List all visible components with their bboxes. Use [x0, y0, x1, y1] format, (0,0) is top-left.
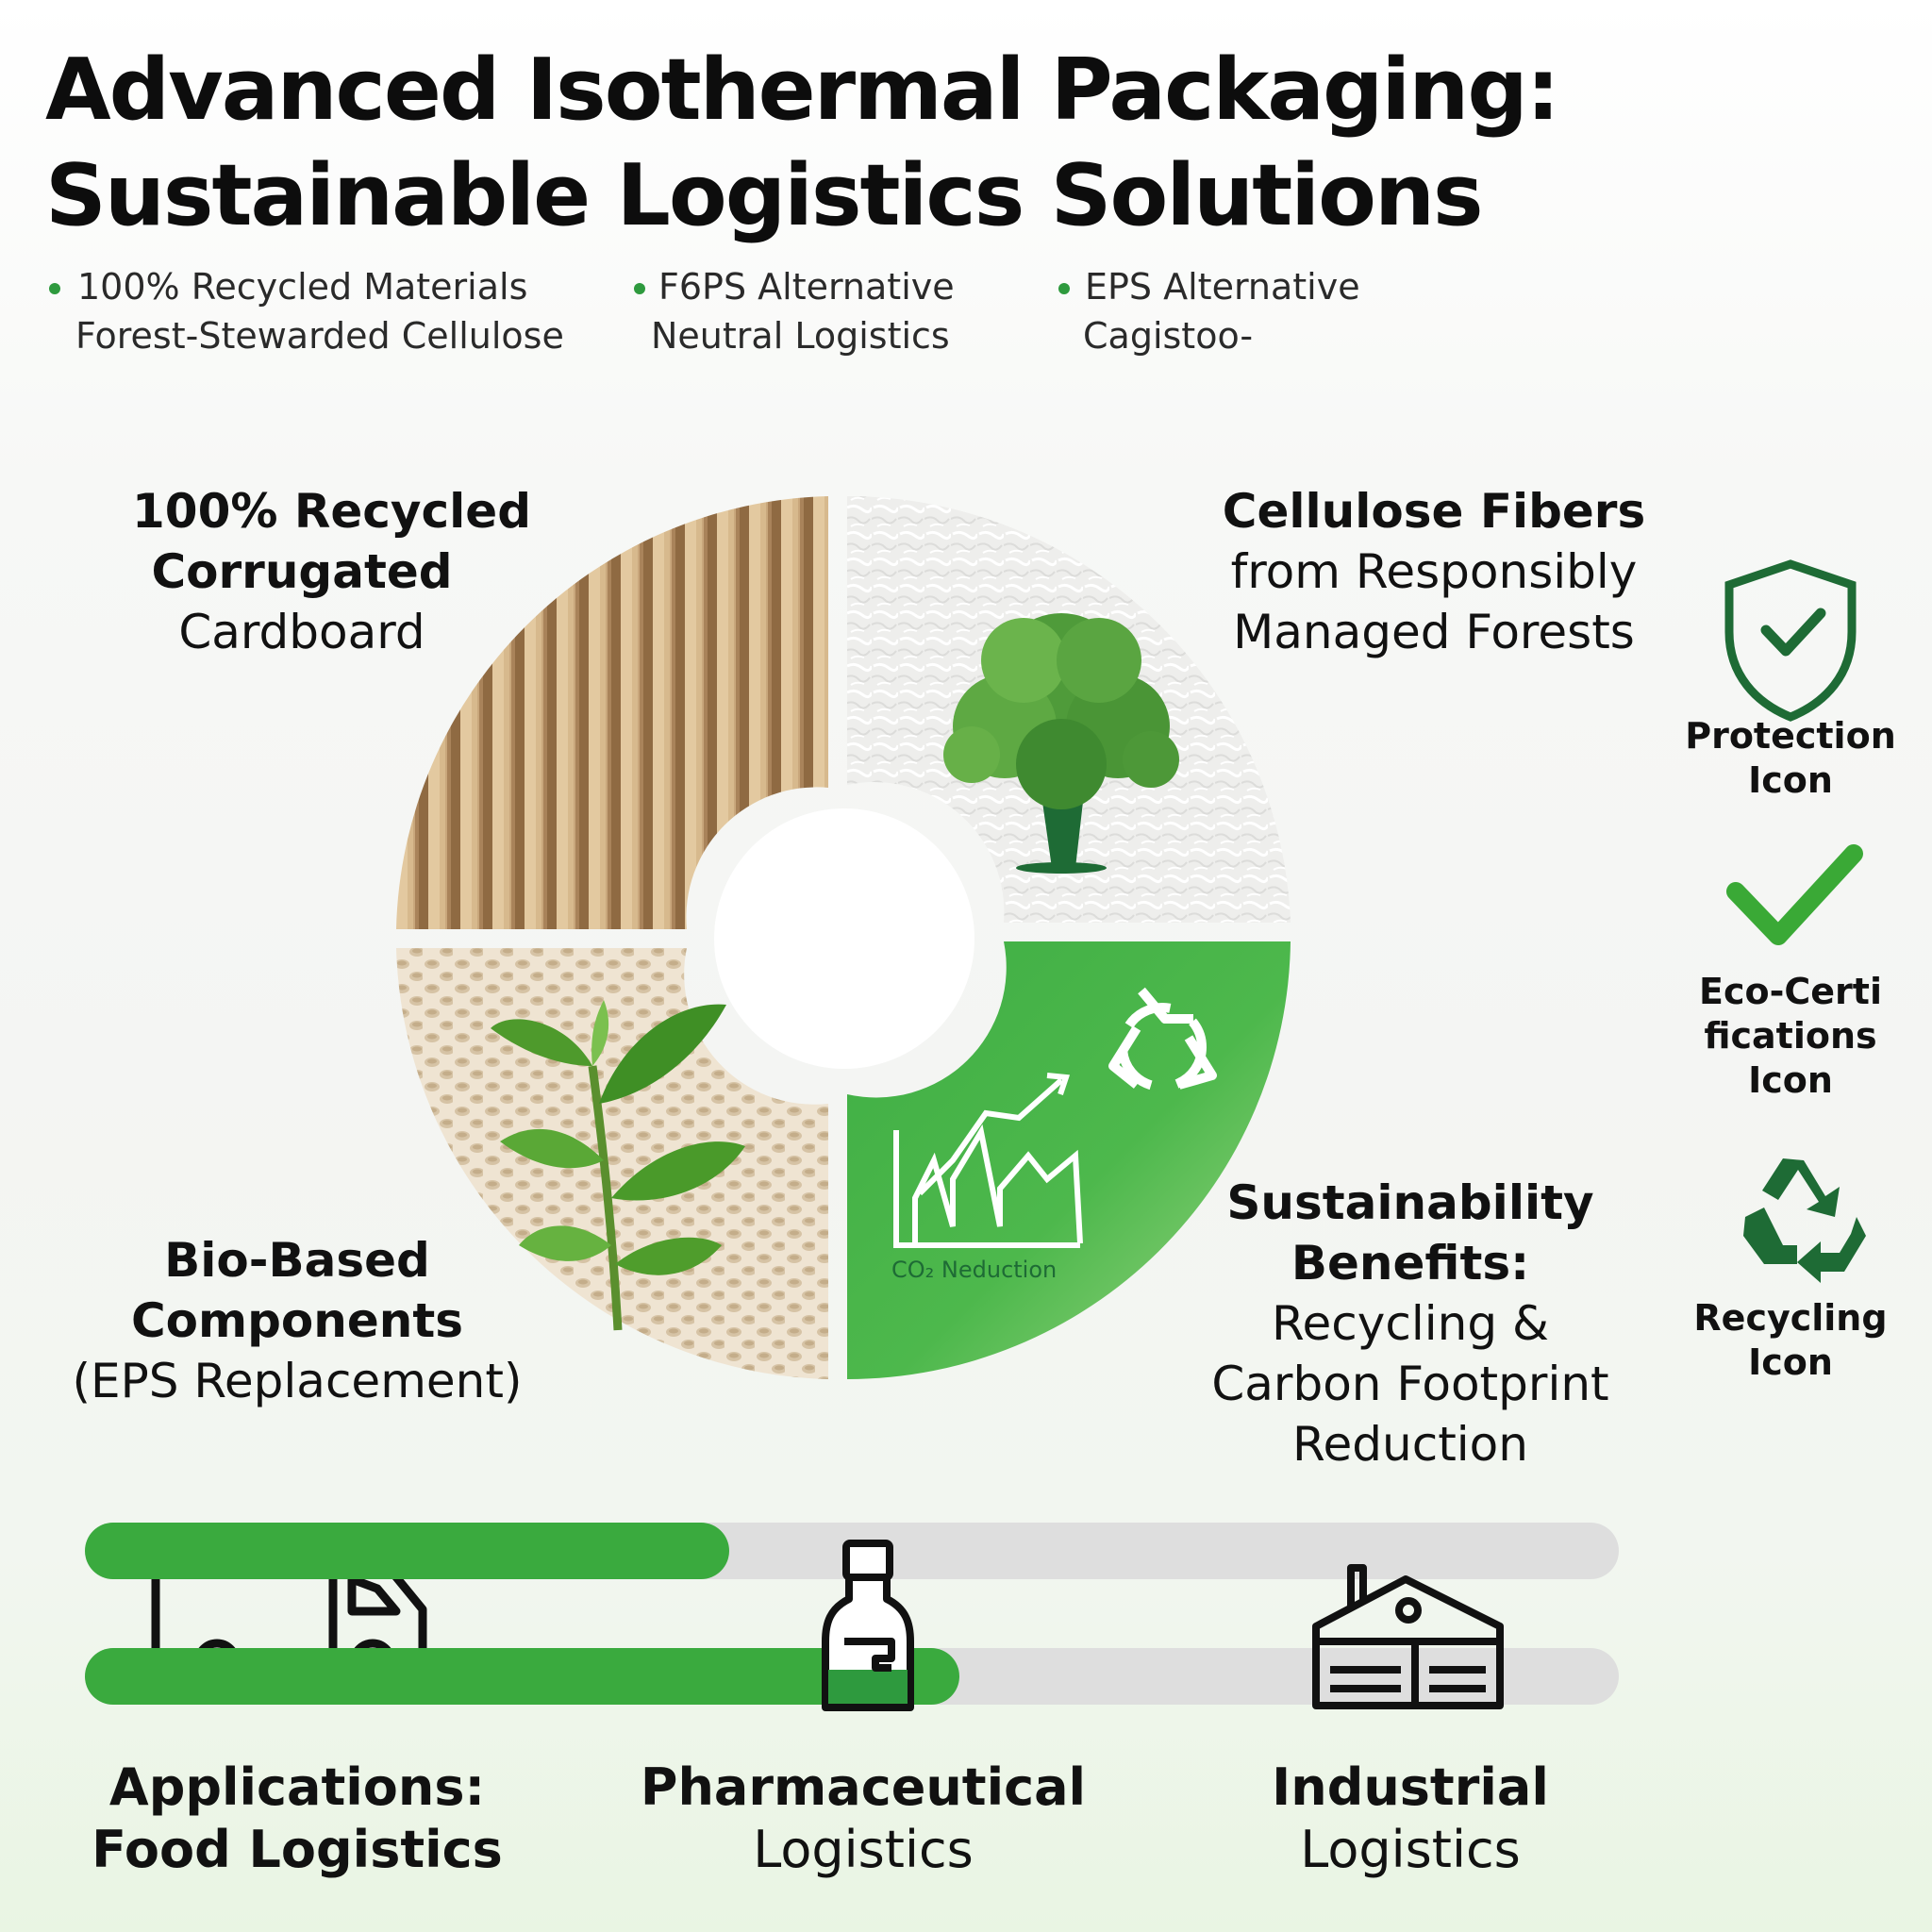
bullet-line-1: EPS Alternative: [1085, 266, 1360, 308]
protection-label-line-2: Icon: [1748, 759, 1833, 801]
cardboard-label-line-3: Cardboard: [178, 605, 425, 659]
bullet-dot-icon: [634, 283, 645, 294]
cellulose-label: Cellulose Fibers from Responsibly Manage…: [1217, 481, 1651, 662]
sustainability-label-line-2: Benefits:: [1291, 1236, 1530, 1291]
food-label-line-2: Food Logistics: [92, 1820, 503, 1879]
recycling-icon: [1743, 1158, 1866, 1283]
co2-chart-icon: [893, 1073, 1083, 1248]
sustainability-label: Sustainability Benefits: Recycling & Car…: [1193, 1173, 1627, 1474]
recycling-label-line-1: Recycling: [1693, 1297, 1888, 1339]
co2-reduction-label: CO₂ Neduction: [891, 1257, 1057, 1283]
biobased-label-line-3: (EPS Replacement): [72, 1354, 523, 1408]
food-logistics-label: Applications: Food Logistics: [85, 1757, 509, 1881]
title-line-1: Advanced Isothermal Packaging:: [45, 41, 1560, 140]
cardboard-label-line-1: 100% Recycled: [132, 484, 531, 539]
tree-icon: [943, 613, 1179, 874]
biobased-label: Bio-Based Components (EPS Replacement): [47, 1230, 547, 1411]
industrial-label-line-1: Industrial: [1272, 1757, 1549, 1817]
cellulose-label-line-1: Cellulose Fibers: [1222, 484, 1646, 539]
eco-cert-label-line-2: fications: [1704, 1015, 1877, 1057]
cellulose-label-line-3: Managed Forests: [1233, 605, 1635, 659]
eco-cert-label-line-3: Icon: [1748, 1059, 1833, 1101]
recycle-white-icon: [1108, 987, 1217, 1091]
pharma-label-line-2: Logistics: [753, 1820, 974, 1879]
cellulose-label-line-2: from Responsibly: [1230, 544, 1638, 599]
bullet-line-2: Neutral Logistics: [651, 315, 950, 357]
sustainability-label-line-1: Sustainability: [1226, 1175, 1594, 1230]
cardboard-label-line-2: Corrugated: [151, 544, 453, 599]
shield-check-icon: [1724, 559, 1857, 722]
bullet-item: EPS Alternative Cagistoo-: [1058, 262, 1360, 360]
bullet-line-1: F6PS Alternative: [658, 266, 955, 308]
pharma-label-line-1: Pharmaceutical: [640, 1757, 1087, 1817]
feature-bullets: 100% Recycled Materials Forest-Stewarded…: [0, 262, 1932, 366]
page-title: Advanced Isothermal Packaging: Sustainab…: [45, 38, 1838, 249]
eco-check-icon: [1726, 844, 1863, 945]
cardboard-quadrant: [396, 496, 828, 929]
bullet-line-2: Forest-Stewarded Cellulose: [75, 315, 564, 357]
progress-fill-top: [85, 1523, 729, 1579]
industrial-logistics-label: Industrial Logistics: [1226, 1757, 1594, 1881]
biobased-quadrant: [396, 948, 828, 1379]
bullet-item: 100% Recycled Materials Forest-Stewarded…: [49, 262, 564, 360]
progress-track-bottom: [85, 1648, 1619, 1705]
title-line-2: Sustainable Logistics Solutions: [45, 146, 1484, 245]
bullet-dot-icon: [49, 283, 60, 294]
recycling-label-line-2: Icon: [1748, 1341, 1833, 1383]
sustainability-label-line-4: Carbon Footprint: [1211, 1357, 1609, 1411]
recycling-icon-label: Recycling Icon: [1677, 1296, 1904, 1385]
sustainability-label-line-5: Reduction: [1292, 1417, 1528, 1472]
protection-label-line-1: Protection: [1685, 715, 1896, 757]
bullet-line-2: Cagistoo-: [1083, 315, 1254, 357]
food-label-line-1: Applications:: [108, 1757, 486, 1817]
progress-track-top: [85, 1523, 1619, 1579]
eco-cert-label-line-1: Eco-Certi: [1699, 971, 1882, 1012]
pharma-logistics-label: Pharmaceutical Logistics: [623, 1757, 1104, 1881]
cardboard-label: 100% Recycled Corrugated Cardboard: [132, 481, 531, 662]
protection-icon-label: Protection Icon: [1677, 714, 1904, 803]
biobased-label-line-1: Bio-Based: [164, 1233, 430, 1288]
bullet-item: F6PS Alternative Neutral Logistics: [634, 262, 955, 360]
eco-cert-icon-label: Eco-Certi fications Icon: [1677, 970, 1904, 1103]
bullet-dot-icon: [1058, 283, 1070, 294]
sustainability-label-line-3: Recycling &: [1272, 1296, 1549, 1351]
progress-fill-bottom: [85, 1648, 959, 1705]
biobased-label-line-2: Components: [130, 1293, 464, 1348]
plant-sprout-icon: [491, 1000, 745, 1331]
bullet-line-1: 100% Recycled Materials: [77, 266, 528, 308]
industrial-label-line-2: Logistics: [1300, 1820, 1521, 1879]
